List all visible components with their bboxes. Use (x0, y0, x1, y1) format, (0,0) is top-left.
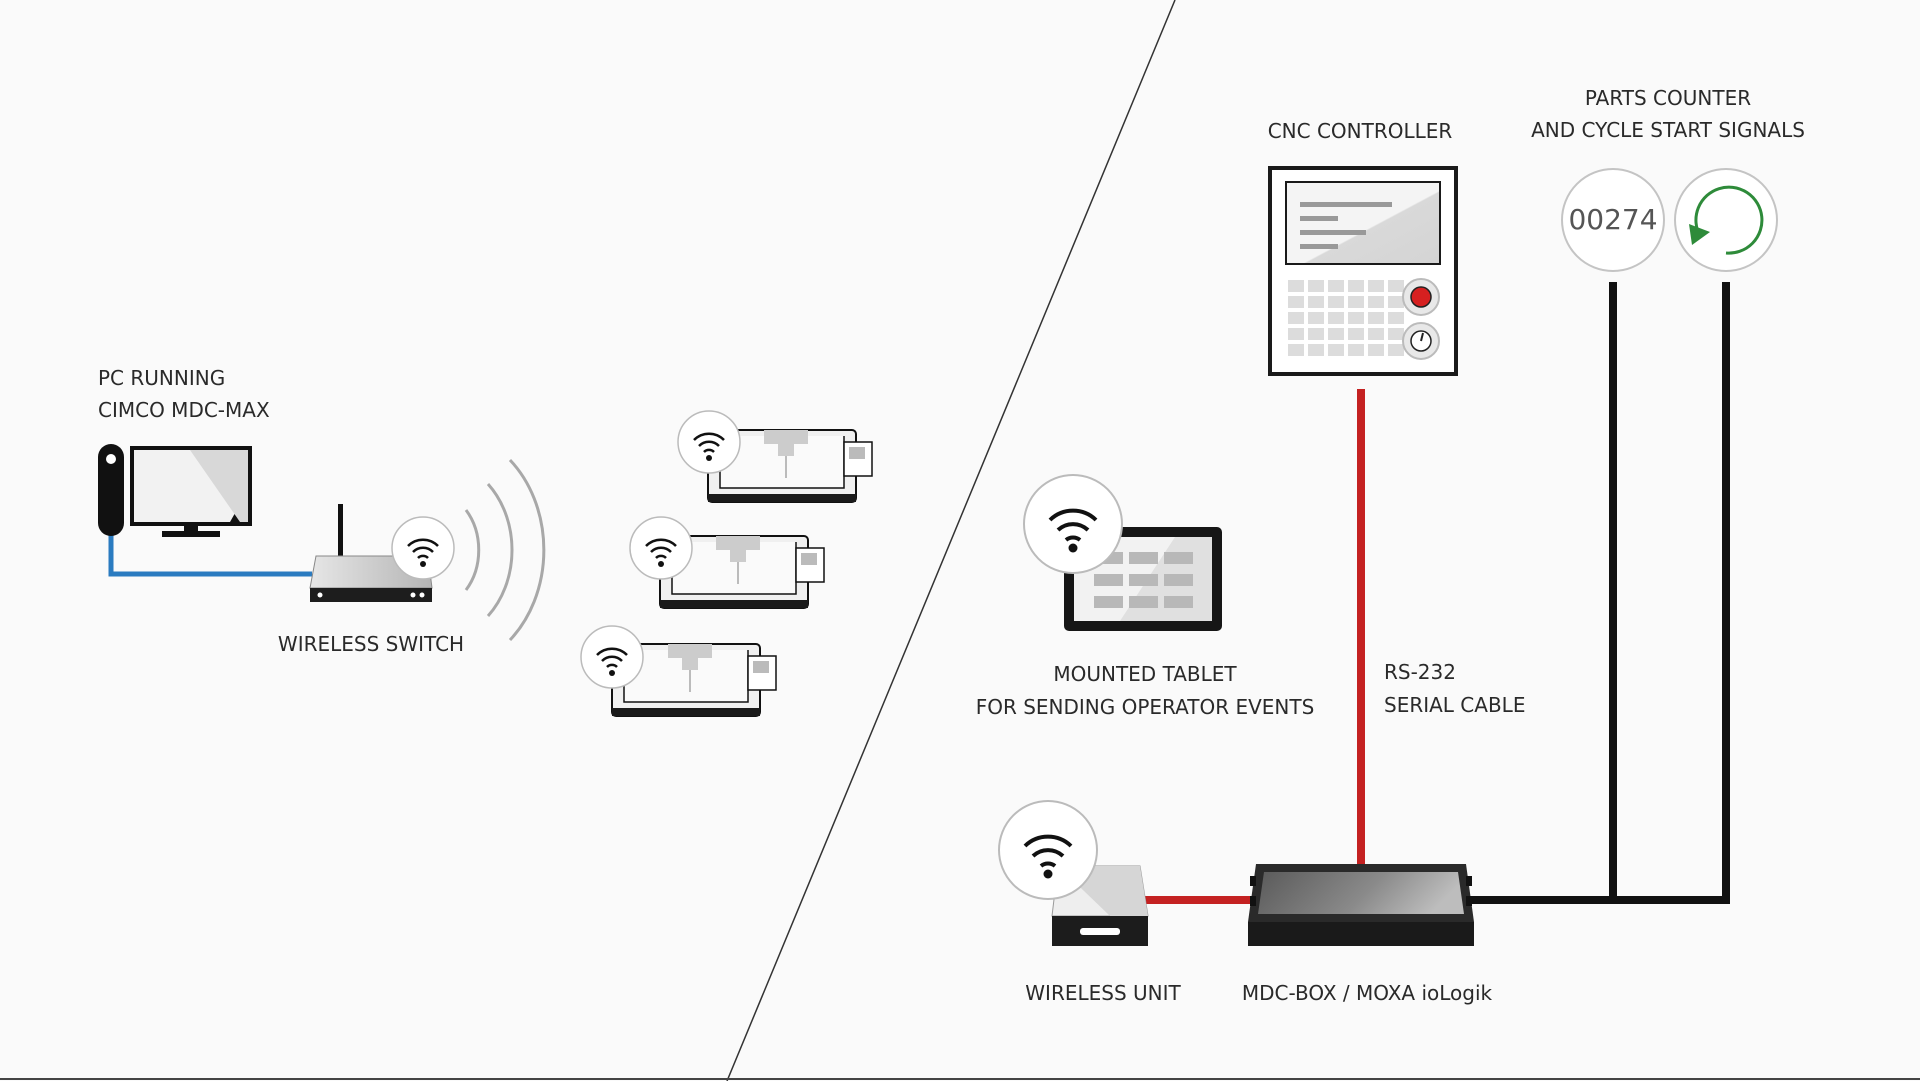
parts-counter-label-line1: PARTS COUNTER (1584, 86, 1752, 110)
rs232-label-line2: SERIAL CABLE (1384, 693, 1526, 717)
wireless-switch-label: WIRELESS SWITCH (277, 632, 465, 656)
pc-label-line1: PC RUNNING (98, 366, 226, 390)
wifi-icon (677, 410, 741, 474)
mdc-box-label: MDC-BOX / MOXA ioLogik (1241, 981, 1493, 1005)
signal-cable-counter (1470, 282, 1617, 904)
mdc-box-icon (1248, 864, 1474, 946)
wireless-unit-icon (1051, 865, 1149, 946)
signal-cable-cycle (1613, 282, 1730, 904)
cnc-controller-label: CNC CONTROLLER (1267, 119, 1453, 143)
controller-icon (1268, 166, 1458, 376)
tablet-label-line1: MOUNTED TABLET (1053, 662, 1237, 686)
divider-line (726, 0, 1176, 1081)
wireless-unit-label: WIRELESS UNIT (1025, 981, 1181, 1005)
wifi-icon (391, 516, 455, 580)
rs232-label-line1: RS-232 (1384, 660, 1456, 684)
cnc-machine-icon (659, 535, 825, 609)
wifi-icon (1023, 474, 1123, 574)
wifi-icon (580, 625, 644, 689)
counter-icon (1561, 168, 1665, 272)
cycle-icon (1674, 168, 1778, 272)
parts-count-value: 00274 (1568, 203, 1658, 236)
monitor-icon (130, 446, 252, 537)
parts-counter-label-line2: AND CYCLE START SIGNALS (1531, 118, 1805, 142)
ethernet-cable (108, 528, 312, 577)
radio-waves (464, 458, 546, 642)
pc-tower-icon (98, 444, 124, 536)
wifi-icon (629, 516, 693, 580)
tablet-label-line2: FOR SENDING OPERATOR EVENTS (975, 695, 1315, 719)
pc-label-line2: CIMCO MDC-MAX (98, 398, 270, 422)
cnc-machine-icon (707, 429, 873, 503)
wifi-icon (998, 800, 1098, 900)
